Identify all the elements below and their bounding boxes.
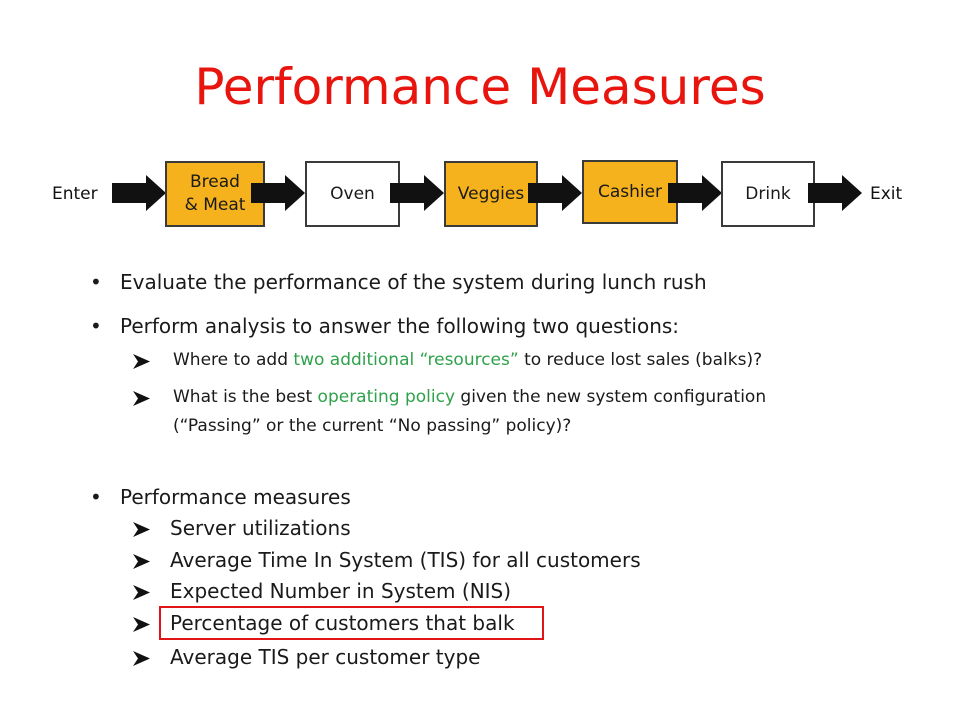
measure-text: Average Time In System (TIS) for all cus…: [170, 548, 641, 572]
arrowhead-bullet-icon: [133, 391, 150, 406]
arrowhead-bullet-icon: [133, 585, 150, 600]
station-oven-label: Oven: [330, 183, 375, 204]
q2-highlight: operating policy: [317, 387, 456, 407]
station-drink: Drink: [721, 161, 815, 227]
station-oven: Oven: [305, 161, 400, 227]
q1-post: to reduce lost sales (balks)?: [518, 350, 763, 370]
station-veggies: Veggies: [444, 161, 538, 227]
station-bread-line1: Bread: [190, 172, 240, 192]
bullet-dot-icon: •: [90, 485, 102, 509]
measure-text: Server utilizations: [170, 516, 351, 540]
measure-text: Expected Number in System (NIS): [170, 579, 512, 603]
measure-text: Average TIS per customer type: [170, 645, 481, 669]
station-bread-meat: Bread & Meat: [165, 161, 265, 227]
bullet-dot-icon: •: [90, 314, 102, 338]
arrow-icon: [390, 173, 444, 213]
station-veggies-label: Veggies: [457, 183, 525, 204]
q1-pre: Where to add: [173, 350, 294, 370]
bullet-dot-icon: •: [90, 270, 102, 294]
exit-label: Exit: [870, 184, 903, 204]
station-bread-line2: & Meat: [184, 195, 246, 215]
station-drink-label: Drink: [745, 183, 791, 204]
arrow-icon: [808, 173, 862, 213]
balk-highlight-box: [159, 606, 544, 640]
bullet-text: Evaluate the performance of the system d…: [120, 270, 707, 294]
arrowhead-bullet-icon: [133, 554, 150, 569]
q2-post: given the new system configuration: [455, 387, 767, 407]
enter-label: Enter: [52, 184, 98, 204]
arrow-icon: [528, 173, 582, 213]
arrowhead-bullet-icon: [133, 651, 150, 666]
station-cashier: Cashier: [582, 160, 678, 224]
arrow-icon: [251, 173, 305, 213]
q2-pre: What is the best: [173, 387, 318, 407]
measure-text: Percentage of customers that balk: [170, 611, 515, 635]
arrowhead-bullet-icon: [133, 354, 150, 369]
q2-line2: (“Passing” or the current “No passing” p…: [173, 416, 572, 436]
arrow-icon: [668, 173, 722, 213]
arrowhead-bullet-icon: [133, 522, 150, 537]
bullet-text: Perform analysis to answer the following…: [120, 314, 680, 338]
arrow-icon: [112, 173, 166, 213]
bullet-text: Performance measures: [120, 485, 351, 509]
slide-title: Performance Measures: [194, 58, 766, 116]
station-cashier-label: Cashier: [597, 181, 663, 202]
arrowhead-bullet-icon: [133, 617, 150, 632]
q1-highlight: two additional “resources”: [293, 350, 519, 370]
